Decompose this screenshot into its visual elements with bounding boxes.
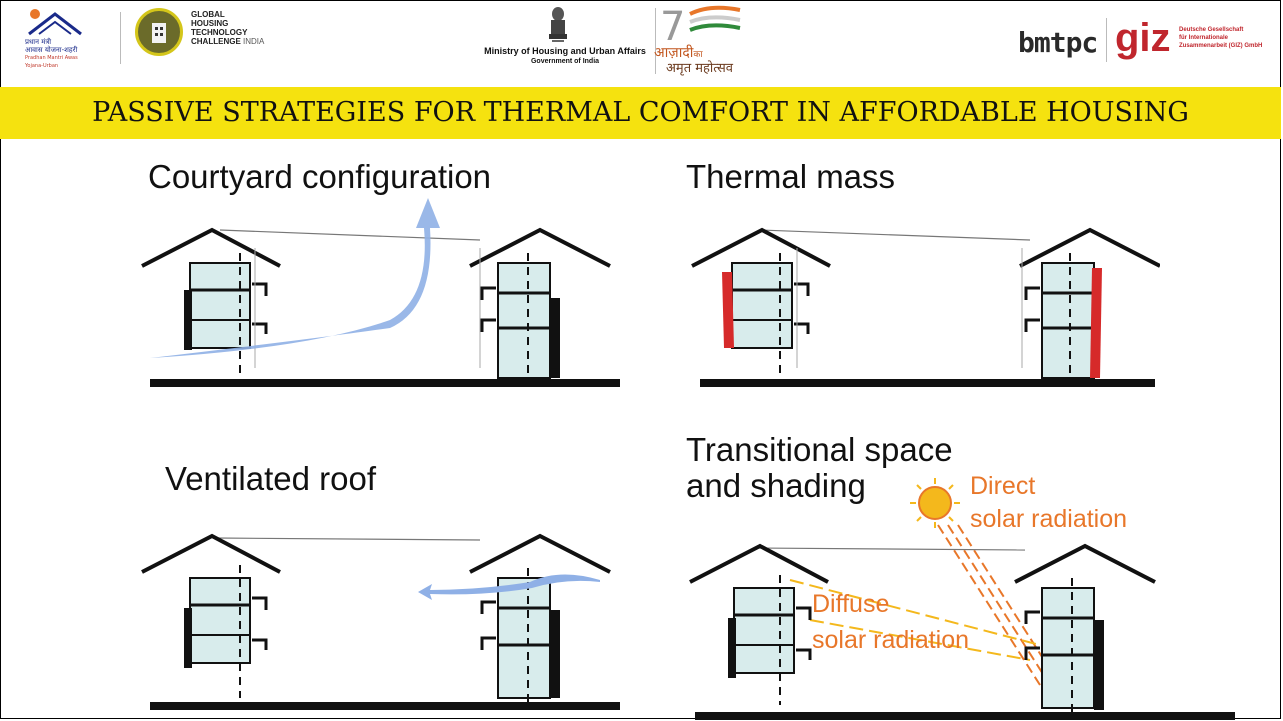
thermal-mass-diagram [691, 227, 1160, 387]
label-direct-line2: solar radiation [970, 505, 1128, 533]
header-divider [1106, 18, 1107, 62]
courtyard-diagram [141, 198, 620, 387]
title-banner: PASSIVE STRATEGIES FOR THERMAL COMFORT I… [0, 87, 1281, 139]
giz-mark: giz [1115, 16, 1171, 60]
label-diffuse-line1: Diffuse [812, 590, 890, 618]
sun-icon [910, 478, 960, 528]
pmay-text-line2: आवास योजना-शहरी [25, 46, 78, 54]
national-emblem-icon [549, 7, 567, 42]
giz-text-line-3: Zusammenarbeit (GIZ) GmbH [1179, 43, 1263, 49]
ventilated-roof-diagram [141, 533, 620, 710]
panel-thermal-mass: Thermal mass [680, 148, 1160, 398]
aka-ka: का [693, 50, 703, 60]
aka-line1: आज़ादी [654, 45, 694, 61]
aka-line2: अमृत महोत्सव [666, 61, 734, 76]
transitional-space-diagram [689, 478, 1235, 720]
giz-text-line-1: Deutsche Gesellschaft [1179, 27, 1244, 33]
label-thermal-mass: Thermal mass [686, 158, 896, 195]
giz-logo: giz Deutsche Gesellschaft für Internatio… [1115, 16, 1275, 66]
pmay-roof-icon [28, 9, 82, 36]
panel-transitional-space: Transitional space and shading [680, 430, 1240, 720]
azadi-ka-amrit-mahotsav-logo: 7 आज़ादीका अमृत महोत्सव [654, 2, 770, 82]
label-courtyard: Courtyard configuration [148, 158, 492, 195]
pmay-text-line3: Pradhan Mantri Awas Yojana-Urban [25, 55, 78, 69]
ghtc-line-2: HOUSING [191, 19, 229, 28]
slide-title: PASSIVE STRATEGIES FOR THERMAL COMFORT I… [92, 97, 1189, 128]
ghtc-line-1: GLOBAL [191, 10, 225, 19]
ghtc-logo: GLOBAL HOUSING TECHNOLOGY CHALLENGE INDI… [135, 8, 285, 68]
label-transitional-line2: and shading [686, 467, 866, 504]
label-ventilated-roof: Ventilated roof [165, 460, 376, 497]
ghtc-india: INDIA [243, 37, 265, 46]
ministry-logo: Ministry of Housing and Urban Affairs Go… [480, 4, 650, 74]
svg-text:7: 7 [660, 4, 685, 46]
ghtc-line-3: TECHNOLOGY [191, 28, 248, 37]
pmay-text-line1: प्रधान मंत्री [25, 38, 52, 46]
header-logos: प्रधान मंत्री आवास योजना-शहरी Pradhan Ma… [0, 0, 1283, 80]
label-diffuse-line2: solar radiation [812, 626, 970, 654]
amrit-mahotsav-75-icon: 7 [660, 4, 741, 50]
giz-text-line-2: für Internationale [1179, 35, 1229, 41]
label-transitional-line1: Transitional space [686, 431, 953, 468]
label-transitional: Transitional space and shading [686, 432, 953, 504]
ministry-name: Ministry of Housing and Urban Affairs [484, 46, 646, 56]
ghtc-emblem-icon [135, 8, 183, 56]
pmay-logo: प्रधान मंत्री आवास योजना-शहरी Pradhan Ma… [25, 8, 85, 69]
header-divider [120, 12, 121, 64]
header-divider [655, 8, 656, 74]
panel-ventilated-roof: Ventilated roof [140, 440, 620, 720]
ghtc-line-4: CHALLENGE [191, 37, 241, 46]
panel-courtyard: Courtyard configuration [140, 148, 620, 398]
label-direct-line1: Direct [970, 472, 1036, 500]
ministry-sub: Government of India [530, 58, 600, 65]
bmtpc-logo: bmtpc [1018, 26, 1098, 59]
